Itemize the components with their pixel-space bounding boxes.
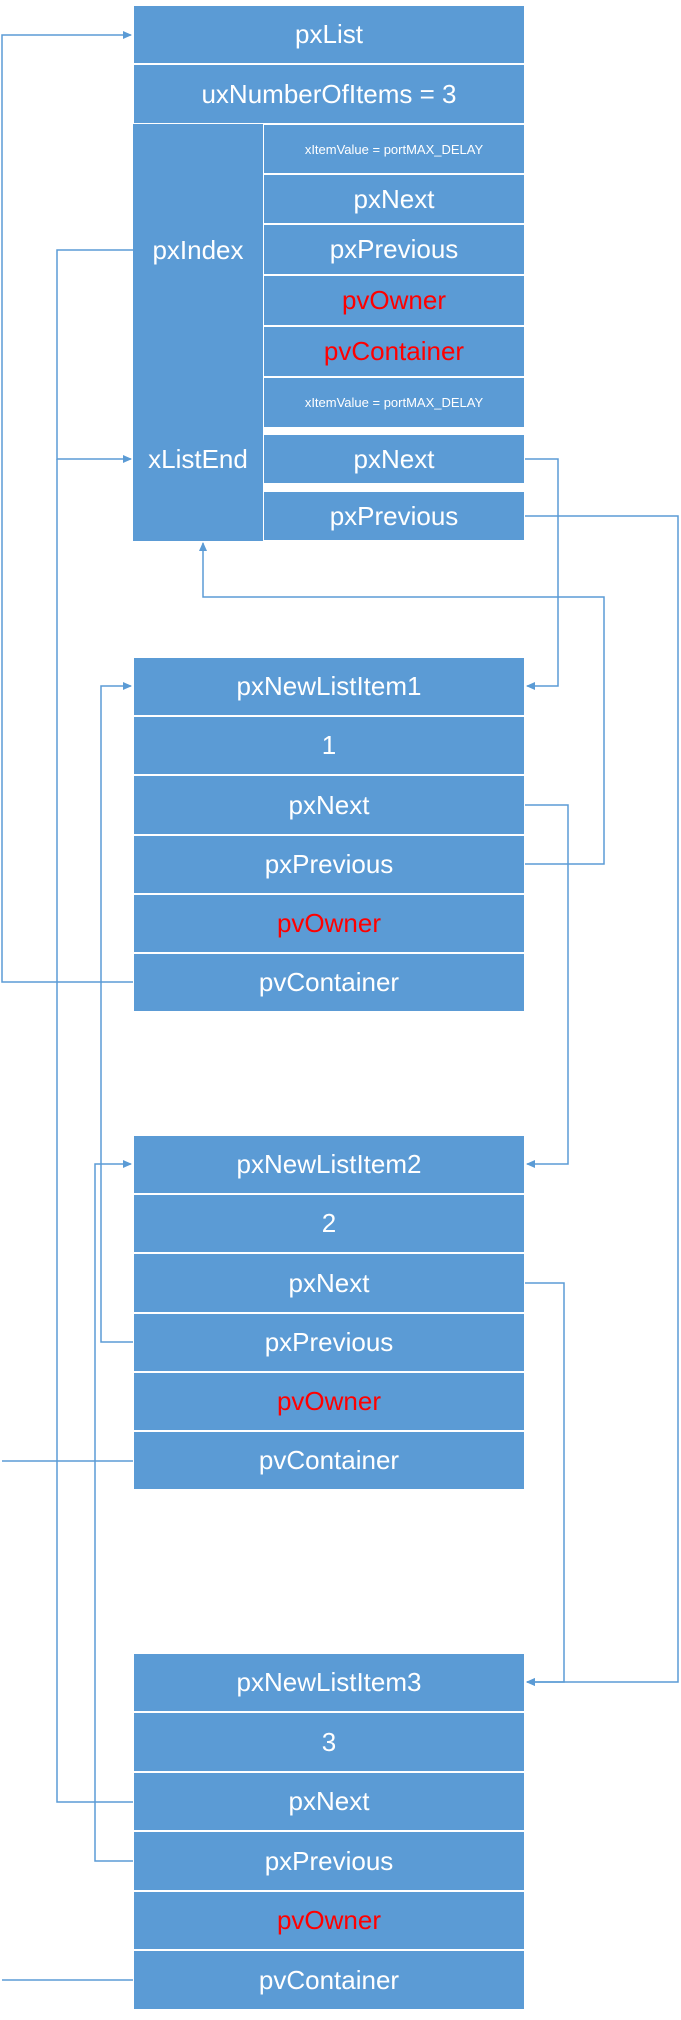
container-link-item1 (1, 31, 133, 983)
item2-next-link (525, 1282, 565, 1686)
item2-pv-container: pvContainer (133, 1431, 525, 1490)
end-prev-link (525, 515, 679, 1686)
index-pv-owner: pvOwner (263, 275, 525, 326)
item3-px-previous: pxPrevious (133, 1831, 525, 1891)
item2-prev-link (100, 682, 133, 1343)
item1-pv-owner: pvOwner (133, 894, 525, 953)
item2-px-next: pxNext (133, 1253, 525, 1313)
item1-title: pxNewListItem1 (133, 657, 525, 716)
item2-value: 2 (133, 1194, 525, 1253)
x-list-end-label: xListEnd (133, 377, 263, 541)
end-item-value: xItemValue = portMAX_DELAY (263, 377, 525, 428)
item1-next-link (525, 804, 569, 1168)
item1-px-previous: pxPrevious (133, 835, 525, 894)
end-next-link (525, 458, 559, 690)
list-title: pxList (133, 5, 525, 64)
px-index-link (56, 249, 133, 463)
item3-prev-link (94, 1160, 133, 1862)
item1-value: 1 (133, 716, 525, 775)
index-pv-container: pvContainer (263, 326, 525, 377)
index-px-next: pxNext (263, 174, 525, 224)
item3-px-next: pxNext (133, 1772, 525, 1831)
item2-px-previous: pxPrevious (133, 1313, 525, 1372)
index-px-previous: pxPrevious (263, 224, 525, 275)
item3-title: pxNewListItem3 (133, 1653, 525, 1712)
px-index-label: pxIndex (133, 124, 263, 377)
end-px-next: pxNext (263, 434, 525, 484)
item3-pv-owner: pvOwner (133, 1891, 525, 1950)
index-item-value: xItemValue = portMAX_DELAY (263, 124, 525, 174)
item1-px-next: pxNext (133, 775, 525, 835)
item3-value: 3 (133, 1712, 525, 1772)
item1-prev-link (199, 542, 605, 865)
item3-pv-container: pvContainer (133, 1950, 525, 2010)
item2-title: pxNewListItem2 (133, 1135, 525, 1194)
item1-pv-container: pvContainer (133, 953, 525, 1012)
list-item-count: uxNumberOfItems = 3 (133, 64, 525, 124)
end-px-previous: pxPrevious (263, 491, 525, 541)
item2-pv-owner: pvOwner (133, 1372, 525, 1431)
item3-next-link (56, 459, 133, 1803)
